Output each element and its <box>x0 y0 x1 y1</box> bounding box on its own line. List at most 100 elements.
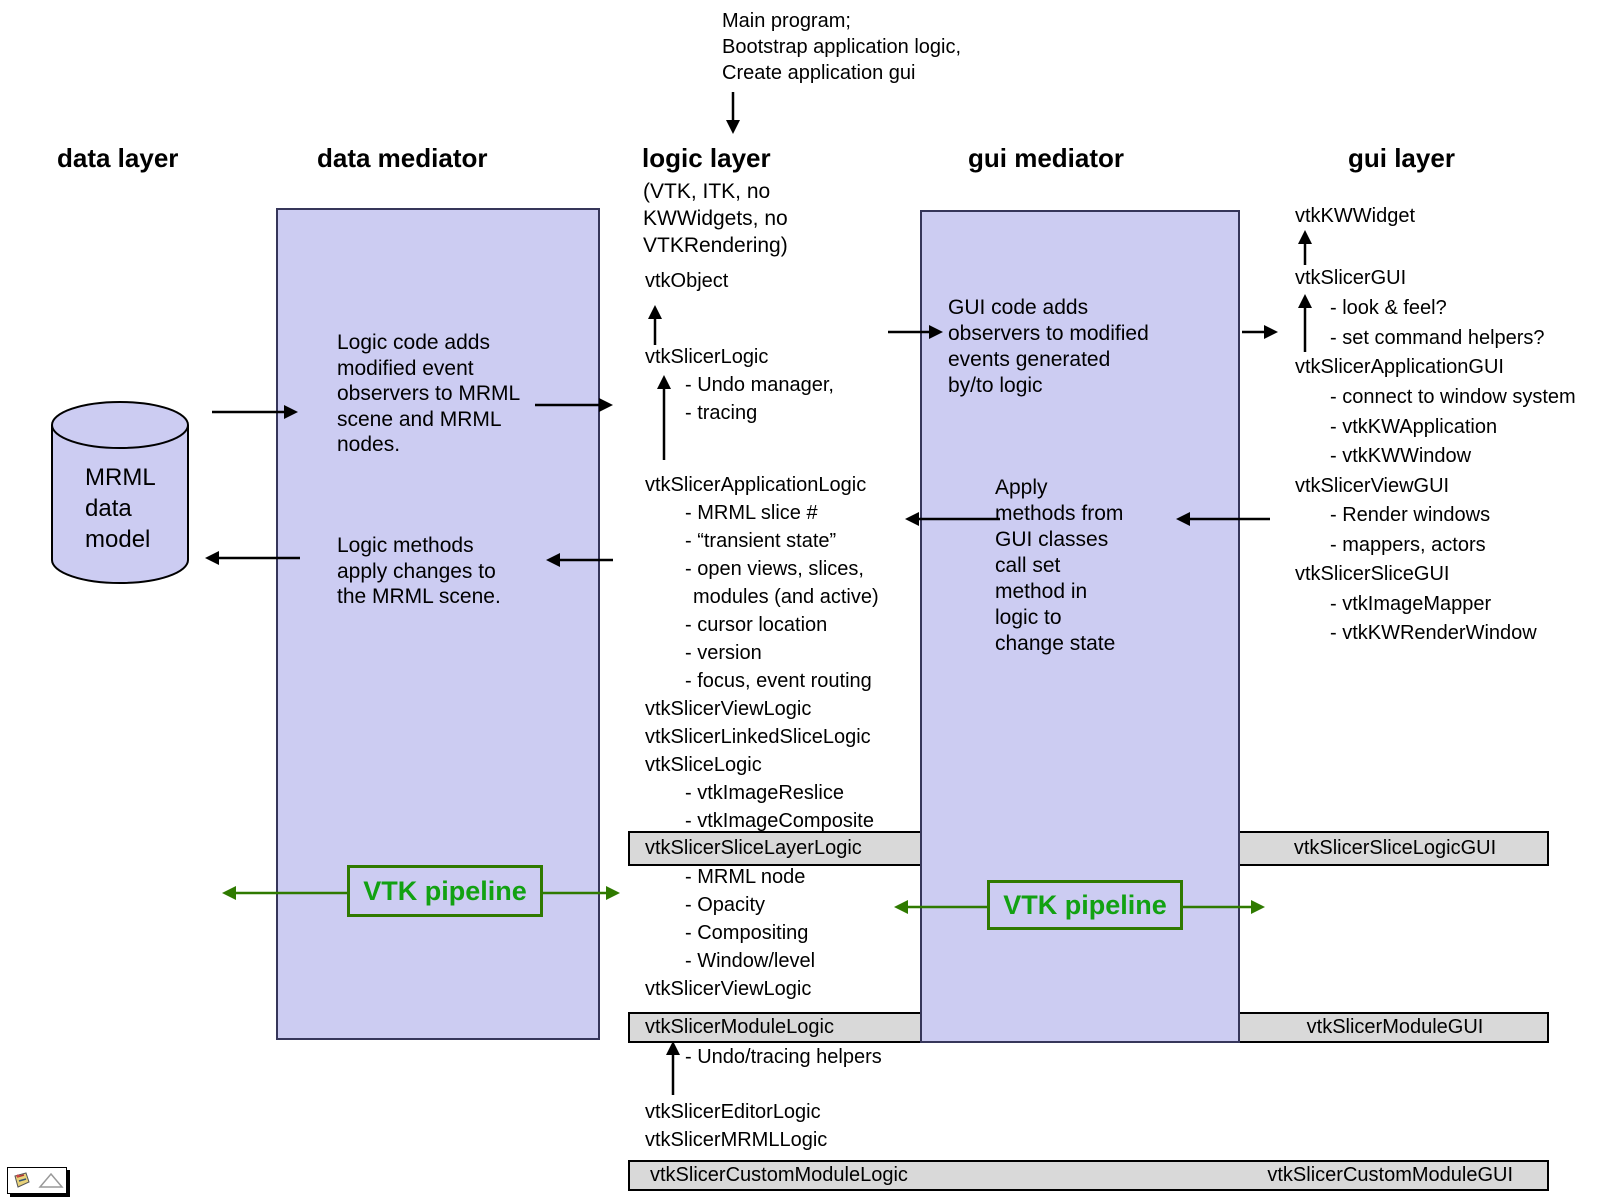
logic-class-slicerlogic: vtkSlicerLogic <box>645 346 769 368</box>
logic-item: - open views, slices, <box>685 558 864 580</box>
main-program-note: Main program; Bootstrap application logi… <box>722 8 961 86</box>
note-line: scene and MRML <box>337 407 502 431</box>
logic-item: - cursor location <box>685 614 828 636</box>
arrow-editorlogic-to-modulelogic <box>666 1041 680 1095</box>
arrow-gui-mediator-to-gui-layer <box>1242 325 1278 339</box>
subtitle-line: (VTK, ITK, no <box>643 180 771 203</box>
note-line: method in <box>995 580 1088 603</box>
logic-class-modulelogic: vtkSlicerModuleLogic <box>645 1016 834 1038</box>
gui-mediator-note-apply: Apply methods from GUI classes call set … <box>995 475 1123 657</box>
logic-item: - “transient state” <box>685 530 837 552</box>
arrow-slicerlogic-to-vtkobject <box>648 305 662 345</box>
note-line: Apply <box>995 476 1048 499</box>
subtitle-line: KWWidgets, no <box>643 207 788 230</box>
note-line: methods from <box>995 502 1124 525</box>
header-logic-layer: logic layer <box>642 143 771 173</box>
gui-class-slicegui: vtkSlicerSliceGUI <box>1295 563 1450 585</box>
gui-mediator-box <box>920 210 1240 1043</box>
cylinder-label: MRML data model <box>85 462 156 555</box>
arrow-logic-to-data-mediator <box>546 553 613 567</box>
logic-class-applicationlogic: vtkSlicerApplicationLogic <box>645 474 867 496</box>
subtitle-line: VTKRendering) <box>643 234 788 257</box>
logic-item: - MRML node <box>685 866 806 888</box>
cylinder-body <box>51 425 189 584</box>
cylinder-label-line: data <box>85 495 132 522</box>
arrow-gui-layer-to-gui-mediator <box>1176 512 1270 526</box>
gui-class-viewgui: vtkSlicerViewGUI <box>1295 475 1450 497</box>
header-data-mediator: data mediator <box>317 143 488 173</box>
arrow-gui-mediator-to-logic <box>905 512 1000 526</box>
shape-placeholder-icon <box>38 1172 64 1188</box>
main-program-line: Create application gui <box>722 62 916 84</box>
gui-class-slicelogicgui: vtkSlicerSliceLogicGUI <box>1293 837 1497 859</box>
logic-class-slicelogic: vtkSliceLogic <box>645 754 762 776</box>
logic-item: - vtkImageComposite <box>685 810 874 832</box>
vtk-pipeline-box-right: VTK pipeline <box>987 880 1183 930</box>
gui-item: - connect to window system <box>1330 386 1576 408</box>
gui-item: - look & feel? <box>1330 297 1447 319</box>
logic-class-linkedslicelogic: vtkSlicerLinkedSliceLogic <box>645 726 871 748</box>
gui-class-custommodulegui: vtkSlicerCustomModuleGUI <box>1267 1164 1513 1186</box>
logic-item: - vtkImageReslice <box>685 782 844 804</box>
logic-item: - Window/level <box>685 950 816 972</box>
slide-placeholder-widget[interactable] <box>7 1167 67 1194</box>
clipart-placeholder-icon <box>14 1172 30 1188</box>
note-line: GUI code adds <box>948 296 1089 319</box>
note-line: GUI classes <box>995 528 1109 551</box>
gui-item: - vtkKWApplication <box>1330 416 1498 438</box>
gui-class-kwwidget: vtkKWWidget <box>1295 205 1416 227</box>
note-line: the MRML scene. <box>337 585 501 608</box>
arrow-data-mediator-to-logic <box>535 398 613 412</box>
logic-item: - Opacity <box>685 894 766 916</box>
logic-class-viewlogic: vtkSlicerViewLogic <box>645 698 812 720</box>
arrow-logic-to-gui-mediator <box>888 325 943 339</box>
arrow-mrml-to-data-mediator <box>212 405 298 419</box>
note-line: nodes. <box>337 433 401 456</box>
main-program-line: Main program; <box>722 10 851 32</box>
custom-module-logic-bar <box>628 1160 1549 1191</box>
note-line: Logic methods <box>337 534 474 557</box>
main-program-line: Bootstrap application logic, <box>722 36 962 58</box>
cylinder-label-line: MRML <box>85 464 156 491</box>
gui-item: - set command helpers? <box>1330 327 1545 349</box>
logic-item: - version <box>685 642 762 664</box>
note-line: logic to <box>995 606 1062 629</box>
note-line: modified event <box>337 356 474 380</box>
arrow-vtk-pipeline-right-out <box>1183 900 1265 914</box>
arrow-vtk-pipeline-left-out <box>222 886 347 900</box>
arrow-slicergui-to-kwwidget <box>1298 230 1312 265</box>
note-line: by/to logic <box>948 374 1043 397</box>
note-line: call set <box>995 554 1061 577</box>
cylinder-top <box>51 401 189 449</box>
logic-class-slicelayerlogic: vtkSlicerSliceLayerLogic <box>645 837 862 859</box>
logic-class-viewlogic-2: vtkSlicerViewLogic <box>645 978 812 1000</box>
data-mediator-note-observers: Logic code adds modified event observers… <box>337 330 520 458</box>
placeholder-icons <box>14 1172 64 1188</box>
cylinder-label-line: model <box>85 526 151 553</box>
header-data-layer: data layer <box>57 143 179 173</box>
arrow-main-program-down <box>726 92 740 134</box>
arrow-applicationlogic-to-slicerlogic <box>657 375 671 460</box>
vtk-pipeline-box-left: VTK pipeline <box>347 865 543 917</box>
arrow-data-mediator-to-mrml <box>205 551 300 565</box>
gui-class-slicergui: vtkSlicerGUI <box>1295 267 1407 289</box>
gui-item: - vtkKWRenderWindow <box>1330 622 1537 644</box>
data-mediator-box <box>276 208 600 1040</box>
logic-item: modules (and active) <box>693 586 879 608</box>
note-line: events generated <box>948 348 1111 371</box>
logic-class-custommodulelogic: vtkSlicerCustomModuleLogic <box>650 1164 908 1186</box>
logic-item: - tracing <box>685 402 758 424</box>
gui-class-modulegui: vtkSlicerModuleGUI <box>1306 1016 1484 1038</box>
arrow-vtk-pipeline-right-to-logic <box>894 900 987 914</box>
logic-layer-subtitle: (VTK, ITK, no KWWidgets, no VTKRendering… <box>643 178 788 259</box>
gui-mediator-note-observers: GUI code adds observers to modified even… <box>948 295 1149 399</box>
logic-class-editorlogic: vtkSlicerEditorLogic <box>645 1101 821 1123</box>
gui-item: - mappers, actors <box>1330 534 1486 556</box>
logic-item: - Compositing <box>685 922 809 944</box>
header-gui-layer: gui layer <box>1348 143 1455 173</box>
note-line: observers to modified <box>948 322 1149 345</box>
logic-class-vtkobject: vtkObject <box>645 270 729 292</box>
arrow-applicationgui-to-slicergui <box>1298 294 1312 352</box>
logic-item: - Undo/tracing helpers <box>685 1046 882 1068</box>
